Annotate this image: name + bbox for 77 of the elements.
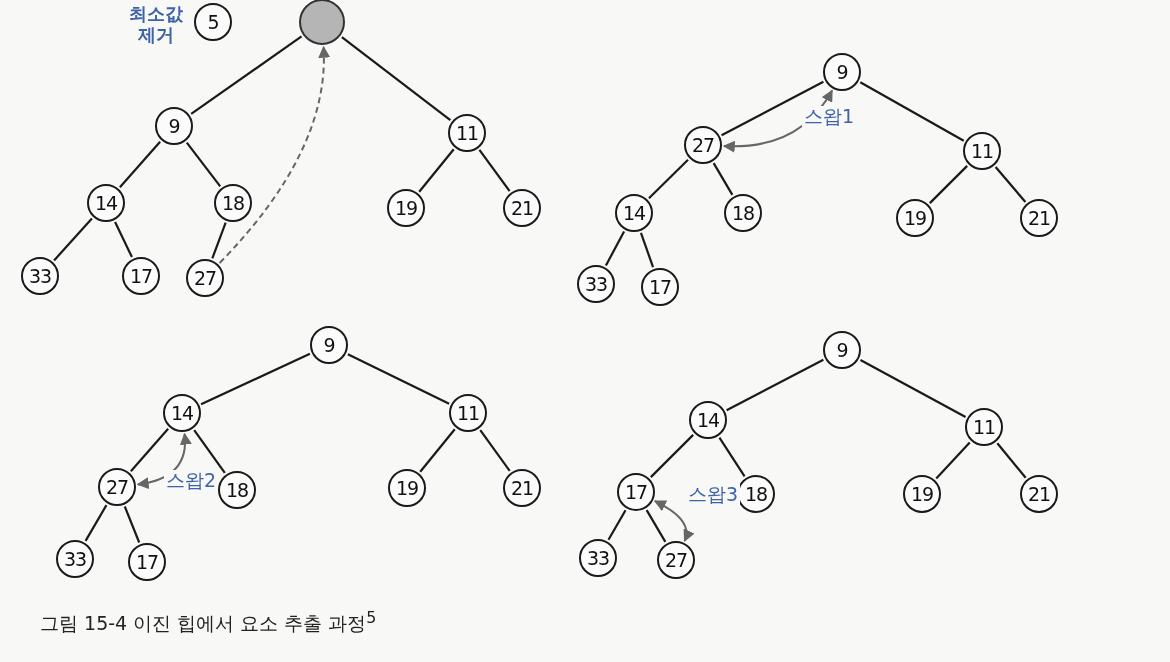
heap-node: 14	[87, 184, 125, 222]
tree-line	[114, 221, 133, 258]
tree-line	[130, 428, 169, 472]
heap-node: 14	[689, 401, 727, 439]
heap-node: 17	[128, 543, 166, 581]
tree-line	[994, 166, 1027, 203]
tree-line	[119, 141, 161, 188]
curved-arrow	[136, 432, 192, 489]
tree-line	[650, 434, 694, 478]
heap-node: 17	[641, 268, 679, 306]
removed-value-label: 최소값 제거	[128, 4, 184, 46]
heap-node: 21	[503, 189, 541, 227]
tree-line	[190, 35, 303, 115]
heap-node: 21	[1020, 475, 1058, 513]
heap-node: 19	[388, 469, 426, 507]
heap-node: 19	[903, 475, 941, 513]
tree-line	[193, 429, 226, 474]
tree-line	[419, 428, 456, 473]
heap-node: 11	[965, 408, 1003, 446]
heap-node: 11	[449, 394, 487, 432]
tree-line	[721, 80, 824, 137]
tree-line	[604, 231, 626, 266]
tree-line	[859, 359, 967, 418]
tree-line	[648, 158, 689, 200]
tree-line	[607, 509, 627, 541]
tree-line	[718, 437, 746, 477]
heap-node: 17	[617, 473, 655, 511]
heap-node: 17	[122, 257, 160, 295]
heap-node: 19	[896, 199, 934, 237]
heap-node: 14	[163, 394, 201, 432]
heap-node: 11	[448, 114, 486, 152]
tree-line	[859, 81, 965, 142]
tree-line	[929, 165, 968, 204]
heap-node: 18	[218, 471, 256, 509]
heap-node: 21	[503, 469, 541, 507]
tree-line	[200, 352, 311, 406]
curved-arrow	[653, 500, 694, 542]
tree-line	[645, 509, 667, 543]
heap-node: 33	[21, 257, 59, 295]
heap-node: 9	[155, 107, 193, 145]
heap-node: 5	[194, 3, 232, 41]
heap-node: 33	[579, 539, 617, 577]
tree-line	[639, 232, 655, 268]
figure-caption: 그림 15-4 이진 힙에서 요소 추출 과정$^{5}$	[40, 608, 377, 637]
heap-node: 21	[1020, 199, 1058, 237]
heap-node: 27	[657, 541, 695, 579]
tree-line	[479, 429, 511, 472]
heap-node: 27	[684, 126, 722, 164]
tree-line	[123, 506, 141, 543]
tree-line	[418, 148, 455, 193]
curved-arrow	[218, 45, 330, 264]
heap-node: 27	[186, 259, 224, 297]
tree-line	[935, 441, 971, 480]
heap-node: 27	[98, 468, 136, 506]
tree-line	[996, 442, 1027, 479]
tree-line	[712, 162, 734, 196]
heap-node: 11	[963, 132, 1001, 170]
tree-line	[341, 36, 451, 122]
heap-node: 19	[387, 189, 425, 227]
heap-node: 33	[56, 540, 94, 578]
tree-line	[211, 222, 227, 259]
heap-node: 14	[615, 194, 653, 232]
tree-line	[53, 217, 93, 262]
heap-node: 9	[310, 326, 348, 364]
heap-node: 18	[214, 184, 252, 222]
tree-line	[347, 353, 450, 405]
edge-label: 스왑3	[686, 484, 741, 505]
tree-line	[84, 504, 108, 542]
heap-node: 9	[823, 331, 861, 369]
heap-node: 18	[737, 475, 775, 513]
tree-line	[185, 142, 222, 187]
heap-node: 9	[823, 53, 861, 91]
heap-node: 18	[724, 194, 762, 232]
heap-node: 33	[577, 265, 615, 303]
tree-line	[478, 149, 511, 192]
removed-node	[299, 0, 345, 45]
tree-line	[726, 358, 824, 412]
